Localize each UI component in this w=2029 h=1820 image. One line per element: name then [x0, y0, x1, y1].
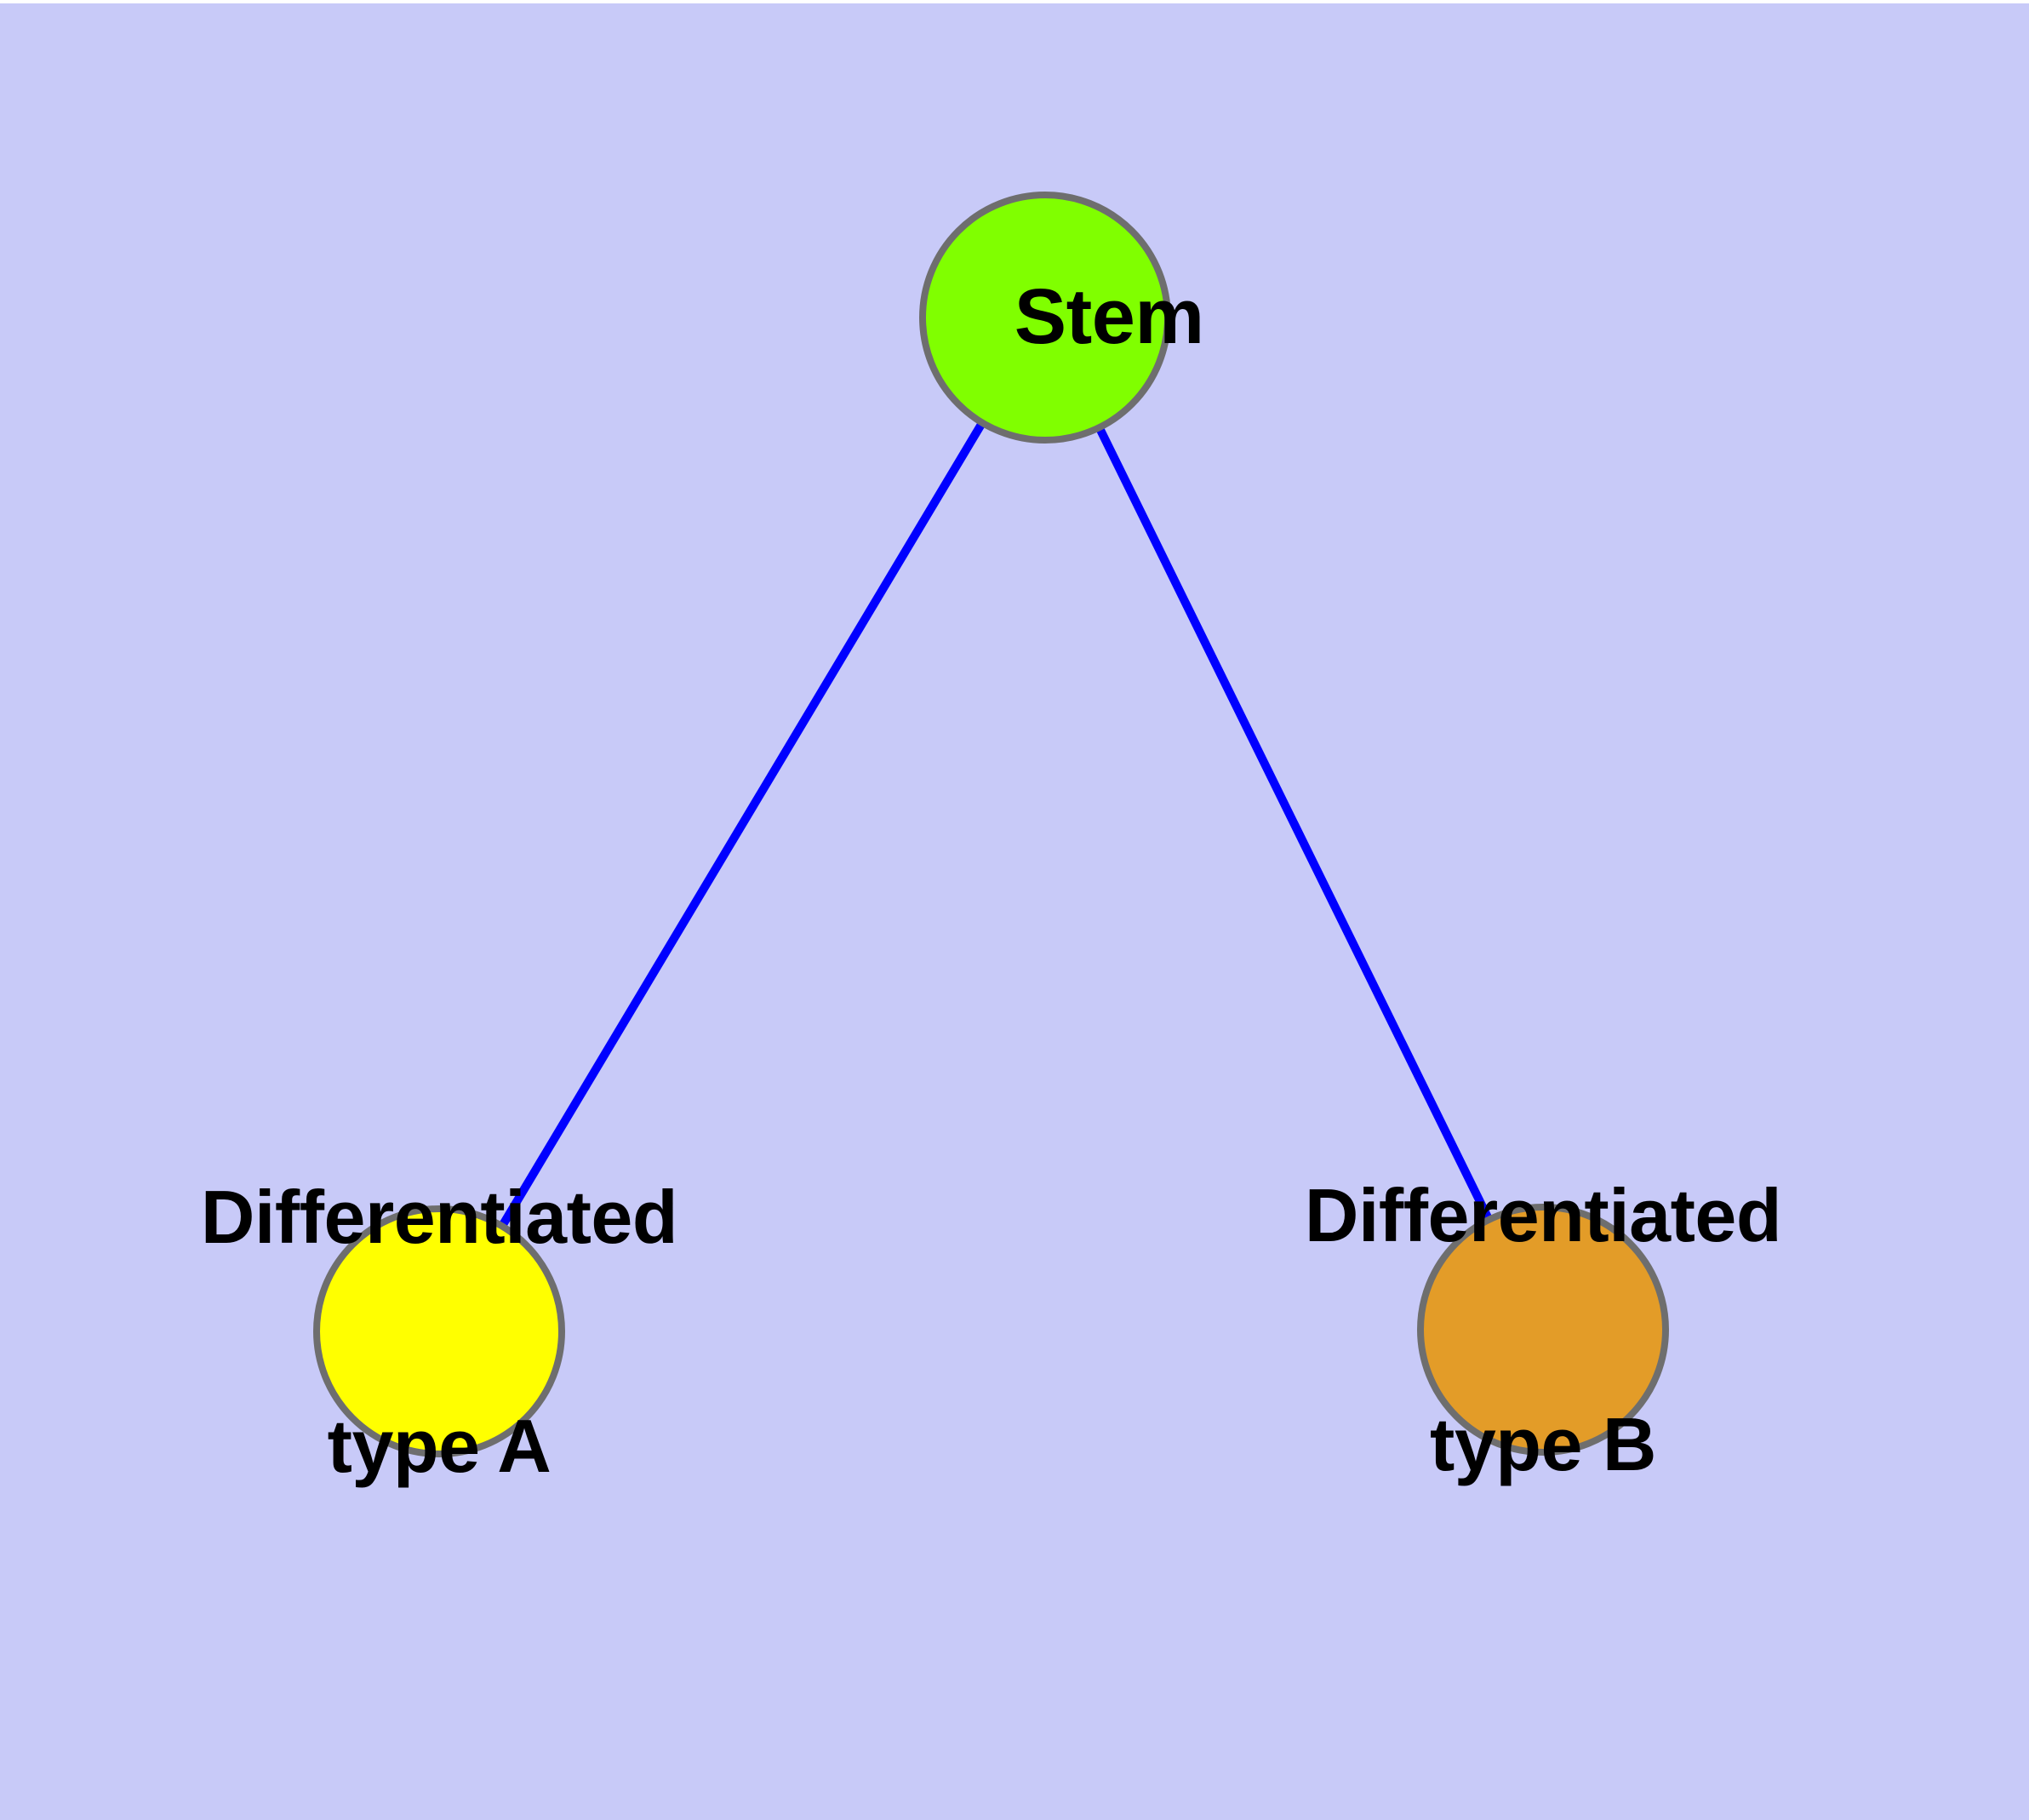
edge-layer — [495, 413, 1495, 1233]
diagram-plot-area: Stem Differentiated type A Differentiate… — [0, 3, 2029, 1820]
node-stem[interactable] — [919, 192, 1171, 444]
edge-stem-to-differentiated-type-a[interactable] — [495, 413, 991, 1233]
node-differentiated-type-b[interactable] — [1417, 1204, 1669, 1456]
node-layer — [313, 192, 1669, 1457]
graph-svg — [313, 192, 1669, 1457]
node-differentiated-type-a[interactable] — [313, 1205, 565, 1457]
edge-stem-to-differentiated-type-b[interactable] — [1091, 418, 1495, 1227]
